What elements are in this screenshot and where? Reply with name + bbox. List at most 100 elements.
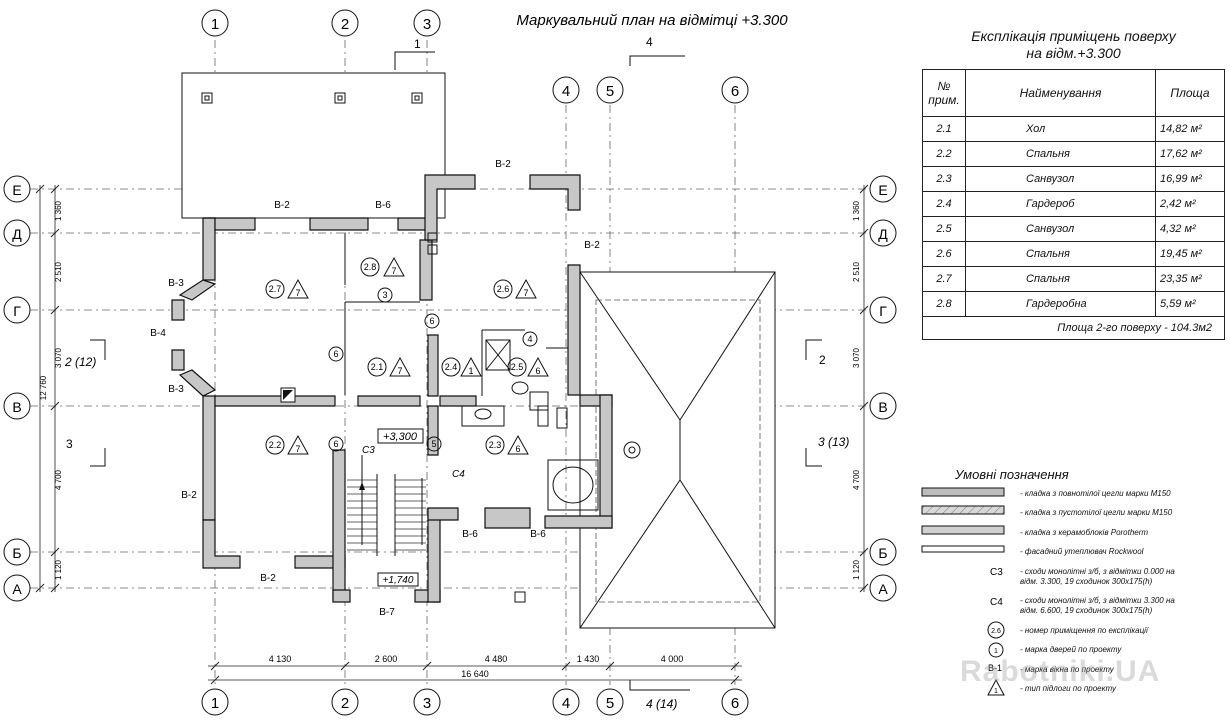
svg-text:2.2: 2.2 xyxy=(269,440,282,450)
legend-item: - кладка з повнотілої цегли марки М150 xyxy=(1020,489,1171,498)
svg-text:1 120: 1 120 xyxy=(852,559,861,580)
svg-text:+3,300: +3,300 xyxy=(383,431,418,443)
svg-text:В-2: В-2 xyxy=(181,490,197,501)
svg-text:В-6: В-6 xyxy=(530,529,546,540)
room-2-4: 2.4 1 xyxy=(441,356,482,377)
room-2-5: 2.5 6 xyxy=(507,356,549,377)
legend-item: - марка вікна по проекту xyxy=(1020,665,1114,674)
svg-text:В-3: В-3 xyxy=(168,384,184,395)
svg-text:2: 2 xyxy=(341,695,349,712)
svg-text:4: 4 xyxy=(527,334,532,344)
svg-text:4 000: 4 000 xyxy=(661,654,684,664)
balcony-slab xyxy=(181,72,446,219)
svg-text:Е: Е xyxy=(878,182,887,198)
svg-text:4 700: 4 700 xyxy=(54,469,63,490)
legend-item: - кладка з пустотілої цегли марки М150 xyxy=(1020,508,1173,517)
svg-text:2 600: 2 600 xyxy=(375,654,398,664)
sanitary-fixtures xyxy=(427,232,599,511)
svg-text:С3: С3 xyxy=(362,445,375,456)
table-total-row: Площа 2-го поверху - 104.3м2 xyxy=(922,316,1225,340)
svg-text:1 360: 1 360 xyxy=(54,200,63,221)
svg-text:2: 2 xyxy=(819,353,826,367)
legend-item: - тип підлоги по проекту xyxy=(1020,684,1116,693)
svg-text:1: 1 xyxy=(414,37,421,51)
svg-text:В-6: В-6 xyxy=(462,529,478,540)
svg-text:В-3: В-3 xyxy=(168,278,184,289)
svg-text:2.5: 2.5 xyxy=(511,362,524,372)
svg-text:2.8: 2.8 xyxy=(364,262,377,272)
room-2-2: 2.2 7 xyxy=(265,434,309,455)
svg-text:6: 6 xyxy=(731,695,739,712)
svg-text:В-2: В-2 xyxy=(495,159,511,170)
bottom-dimensions: 4 130 2 600 4 480 1 430 4 000 16 640 xyxy=(208,654,742,685)
window-labels: В-2 В-6 В-2 В-2 В-3 В-4 В-3 В-2 В-2 В-6 … xyxy=(150,159,600,618)
watermark-logo: Rabotniki.UA xyxy=(960,655,1161,688)
svg-text:4: 4 xyxy=(562,695,570,712)
level-marks: +3,300 +1,740 xyxy=(377,428,424,587)
svg-text:1: 1 xyxy=(994,688,998,695)
explication-title: Експлікація приміщень поверху на відм.+3… xyxy=(922,28,1225,62)
room-2-6: 2.6 7 xyxy=(493,278,537,299)
svg-text:4 130: 4 130 xyxy=(269,654,292,664)
svg-text:7: 7 xyxy=(295,444,300,454)
stairs: С3 С4 xyxy=(347,445,465,556)
svg-text:2 510: 2 510 xyxy=(852,261,861,282)
svg-text:4: 4 xyxy=(646,35,653,49)
plan-title: Маркувальний план на відмітці +3.300 xyxy=(516,12,788,29)
svg-text:4 700: 4 700 xyxy=(852,469,861,490)
left-dimensions: 1 360 2 510 3 070 4 700 1 120 12 760 xyxy=(35,184,63,593)
svg-text:Г: Г xyxy=(879,303,887,319)
svg-text:1: 1 xyxy=(211,695,219,712)
svg-text:2 510: 2 510 xyxy=(54,261,63,282)
svg-text:3 (13): 3 (13) xyxy=(818,435,849,449)
legend-symbols: С3 С4 2.6 1 В-1 1 xyxy=(921,487,1005,696)
explication-title-line2: на відм.+3.300 xyxy=(1026,45,1121,61)
svg-text:3: 3 xyxy=(423,16,431,33)
svg-text:2.1: 2.1 xyxy=(371,362,384,372)
svg-text:Б: Б xyxy=(12,545,21,561)
svg-text:3: 3 xyxy=(66,437,73,451)
right-dimensions: 1 360 2 510 3 070 4 700 1 120 xyxy=(852,184,869,593)
legend-item: - номер приміщення по експлікації xyxy=(1020,626,1148,635)
svg-text:7: 7 xyxy=(523,288,528,298)
svg-text:7: 7 xyxy=(397,366,402,376)
svg-text:В-2: В-2 xyxy=(584,240,600,251)
svg-text:Е: Е xyxy=(12,182,21,198)
svg-text:В-1: В-1 xyxy=(988,663,1002,673)
col-num-header: № прим. xyxy=(922,69,966,117)
svg-text:3 070: 3 070 xyxy=(54,347,63,368)
svg-text:С3: С3 xyxy=(990,567,1003,578)
svg-text:Б: Б xyxy=(878,545,887,561)
svg-text:2.3: 2.3 xyxy=(489,440,502,450)
room-2-7: 2.7 7 xyxy=(265,278,309,299)
svg-text:С4: С4 xyxy=(452,469,465,480)
svg-text:1: 1 xyxy=(211,16,219,33)
svg-text:6: 6 xyxy=(333,439,338,449)
legend-item: - сходи монолітні з/б, з відмітки 3.300 … xyxy=(1020,596,1175,615)
lower-roof xyxy=(514,271,776,629)
svg-text:16 640: 16 640 xyxy=(461,669,489,679)
left-axis-markers: Е Д Г В Б А xyxy=(3,175,31,602)
section-marks: 1 4 2 (12) 3 2 3 (13) 4 (14) xyxy=(64,35,849,711)
svg-text:7: 7 xyxy=(295,288,300,298)
svg-text:7: 7 xyxy=(391,266,396,276)
svg-text:2.7: 2.7 xyxy=(269,284,282,294)
svg-text:2.4: 2.4 xyxy=(445,362,458,372)
room-2-8: 2.8 7 xyxy=(360,256,405,277)
svg-text:В: В xyxy=(12,399,21,415)
svg-text:1: 1 xyxy=(468,366,473,376)
col-name-header: Найменування xyxy=(965,69,1156,117)
svg-text:2 (12): 2 (12) xyxy=(64,355,96,369)
svg-text:3: 3 xyxy=(423,695,431,712)
svg-text:Д: Д xyxy=(878,226,888,242)
room-markers: 2.7 7 2.8 7 2.6 7 2.1 7 2.4 1 2.5 6 2.2 … xyxy=(265,256,549,455)
svg-text:6: 6 xyxy=(333,349,338,359)
svg-text:2.6: 2.6 xyxy=(991,628,1001,635)
svg-text:6: 6 xyxy=(731,83,739,100)
